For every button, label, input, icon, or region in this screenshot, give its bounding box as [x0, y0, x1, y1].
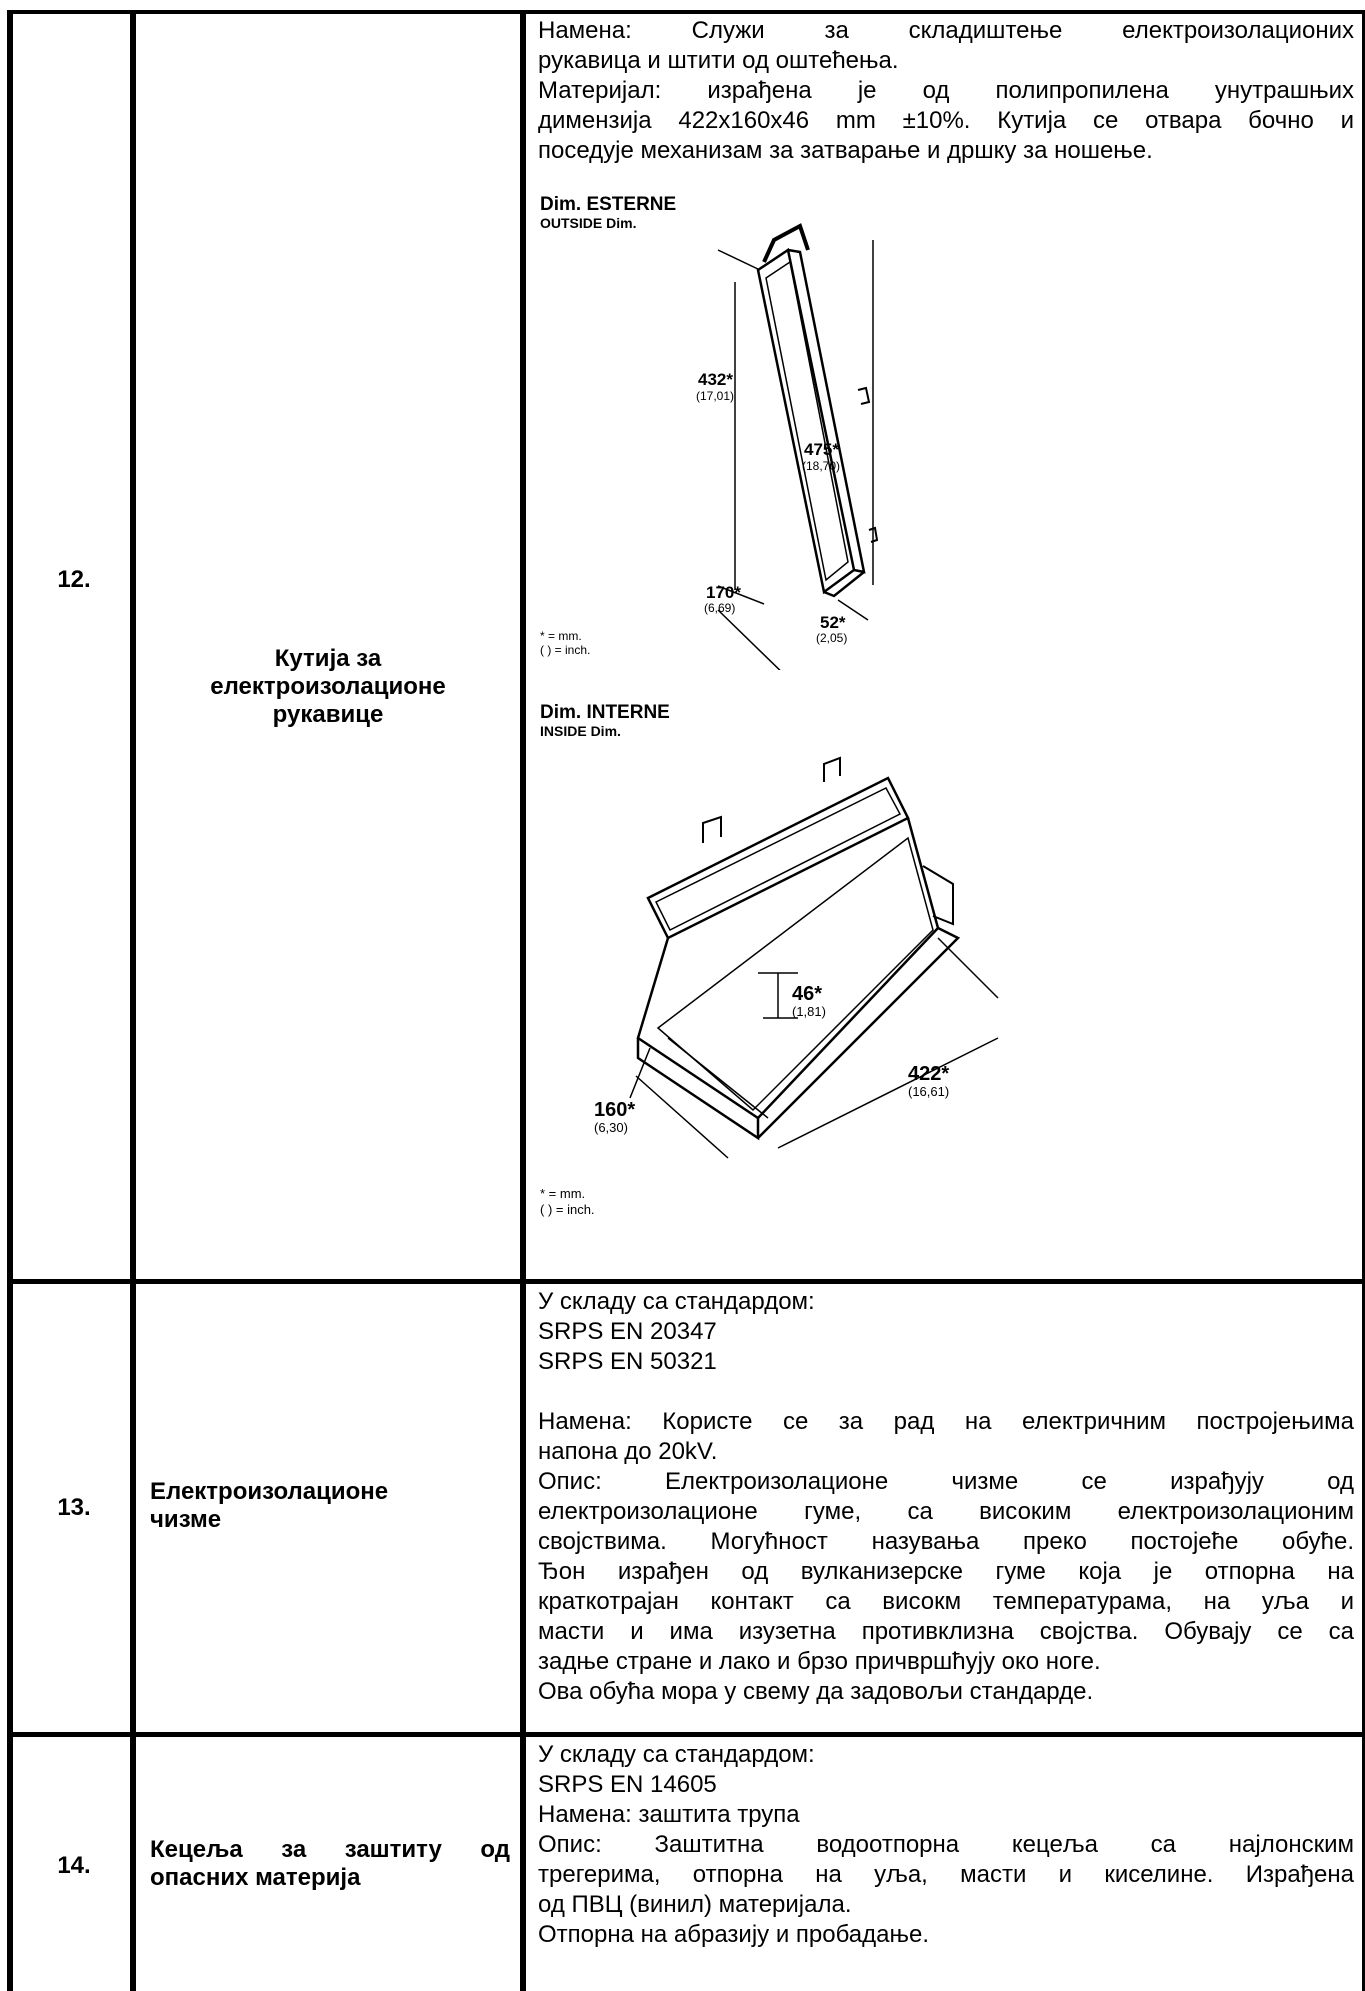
desc-line: SRPS EN 50321 — [538, 1348, 717, 1375]
desc-line: електроизолационе гуме, са високим елект… — [538, 1498, 1354, 1525]
item-description-13: У складу са стандардом: SRPS EN 20347 SR… — [538, 1287, 1354, 1707]
table-top-border — [7, 10, 1365, 14]
desc-line: Намена: Користе се за рад на електричним… — [538, 1408, 1354, 1435]
desc-line: Ђон израђен од вулканизерске гуме која ј… — [538, 1558, 1354, 1585]
legend-inch: ( ) = inch. — [540, 643, 590, 657]
figure-subtitle: INSIDE Dim. — [540, 723, 621, 739]
desc-line: У складу са стандардом: — [538, 1288, 815, 1315]
desc-line: Отпорна на абразију и пробадање. — [538, 1921, 929, 1948]
box-outside-dimensions-drawing: Dim. ESTERNE OUTSIDE Dim. 432* (17,01) — [540, 194, 878, 670]
item-name-box: Кецеља за заштиту од опасних материја — [150, 1836, 510, 1892]
box-side-view — [756, 223, 878, 598]
figure-title: Dim. INTERNE — [540, 702, 670, 723]
item-description-12: Намена: Служи за складиштење електроизол… — [538, 16, 1354, 166]
desc-line: Ова обућа мора у свему да задовољи станд… — [538, 1678, 1094, 1705]
dim-height-inch: (17,01) — [696, 389, 734, 403]
desc-line: Опис: Заштитна водоотпорна кецеља са нај… — [538, 1831, 1354, 1858]
table-left-border — [7, 12, 13, 1991]
legend-mm: * = mm. — [540, 629, 582, 643]
desc-line: Материјал: израђена је од полипропилена … — [538, 77, 1354, 104]
row-number-12: 12. — [57, 566, 91, 593]
desc-line: напона до 20kV. — [538, 1438, 718, 1465]
dim-475-inch: (18,70) — [802, 459, 840, 473]
dim-475-label: 475* — [804, 440, 839, 459]
desc-line: задње стране и лако и брзо причвршћују о… — [538, 1648, 1101, 1675]
dimension-lines — [717, 240, 874, 670]
outside-dim-labels-right: 475* (18,70) — [802, 440, 840, 473]
dim-422-label: 422* — [908, 1063, 949, 1085]
row-number-14: 14. — [57, 1852, 91, 1879]
legend-mm: * = mm. — [540, 1186, 585, 1201]
desc-line: својствима. Могућност назувања преко пос… — [538, 1528, 1354, 1555]
desc-line: SRPS EN 14605 — [538, 1771, 717, 1798]
item-name-line: рукавице — [272, 701, 384, 728]
figure-subtitle: OUTSIDE Dim. — [540, 215, 636, 231]
item-name-line: чизме — [150, 1506, 222, 1533]
dim-170-label: 170* — [706, 583, 741, 602]
legend-inch: ( ) = inch. — [540, 1202, 595, 1217]
desc-line: Намена: Служи за складиштење електроизол… — [538, 17, 1354, 44]
item-description-14: У складу са стандардом: SRPS EN 14605 На… — [538, 1740, 1354, 1950]
figure-title: Dim. ESTERNE — [540, 194, 676, 215]
desc-line: димензија 422x160x46 mm ±10%. Кутија се … — [538, 107, 1354, 134]
item-name-line: опасних материја — [150, 1864, 361, 1891]
item-name-box: Кутија за електроизолационе рукавице — [140, 645, 516, 729]
dim-52-inch: (2,05) — [816, 631, 847, 645]
dim-160-label: 160* — [594, 1099, 635, 1121]
row-divider-13-14 — [7, 1732, 1365, 1737]
dim-160-inch: (6,30) — [594, 1120, 628, 1135]
item-name-line: Кутија за — [274, 645, 382, 672]
dimension-lines — [629, 937, 999, 1159]
blank-line — [538, 1377, 1354, 1407]
desc-line: Намена: заштита трупа — [538, 1801, 800, 1828]
item-name-line: Кецеља за заштиту од — [150, 1836, 510, 1863]
item-name-box: Електроизолационе чизме — [150, 1478, 510, 1534]
row-number-13: 13. — [57, 1494, 91, 1521]
dim-422-inch: (16,61) — [908, 1084, 949, 1099]
dim-170-inch: (6,69) — [704, 601, 735, 615]
box-inside-dimensions-drawing: Dim. INTERNE INSIDE Dim. 46* (1,81) 422* — [540, 702, 999, 1217]
open-box-view — [636, 756, 961, 1141]
desc-line: масти и има изузетна противклизна својст… — [538, 1618, 1354, 1645]
row-divider-12-13 — [7, 1279, 1365, 1284]
item-name-line: електроизолационе — [210, 673, 446, 700]
desc-line: краткотрајан контакт са високм температу… — [538, 1588, 1354, 1615]
item-name-line: Електроизолационе — [150, 1478, 389, 1505]
desc-line: Опис: Електроизолационе чизме се израђуј… — [538, 1468, 1354, 1495]
dim-46-label: 46* — [792, 983, 822, 1005]
desc-line: SRPS EN 20347 — [538, 1318, 717, 1345]
desc-line: У складу са стандардом: — [538, 1741, 815, 1768]
desc-line: трегерима, отпорна на уља, масти и кисел… — [538, 1861, 1354, 1888]
dim-height-label: 432* — [698, 370, 733, 389]
desc-line: рукавица и штити од оштећења. — [538, 47, 899, 74]
column-divider-number — [130, 12, 136, 1991]
desc-line: поседује механизам за затварање и дршку … — [538, 137, 1153, 164]
dim-52-label: 52* — [820, 613, 846, 632]
column-divider-name — [520, 12, 526, 1991]
table-right-border — [1362, 12, 1365, 1991]
desc-line: од ПВЦ (винил) материјала. — [538, 1891, 852, 1918]
dim-46-inch: (1,81) — [792, 1004, 826, 1019]
outside-dim-labels-bottom: 170* (6,69) 52* (2,05) * = mm. ( ) = inc… — [540, 583, 847, 657]
